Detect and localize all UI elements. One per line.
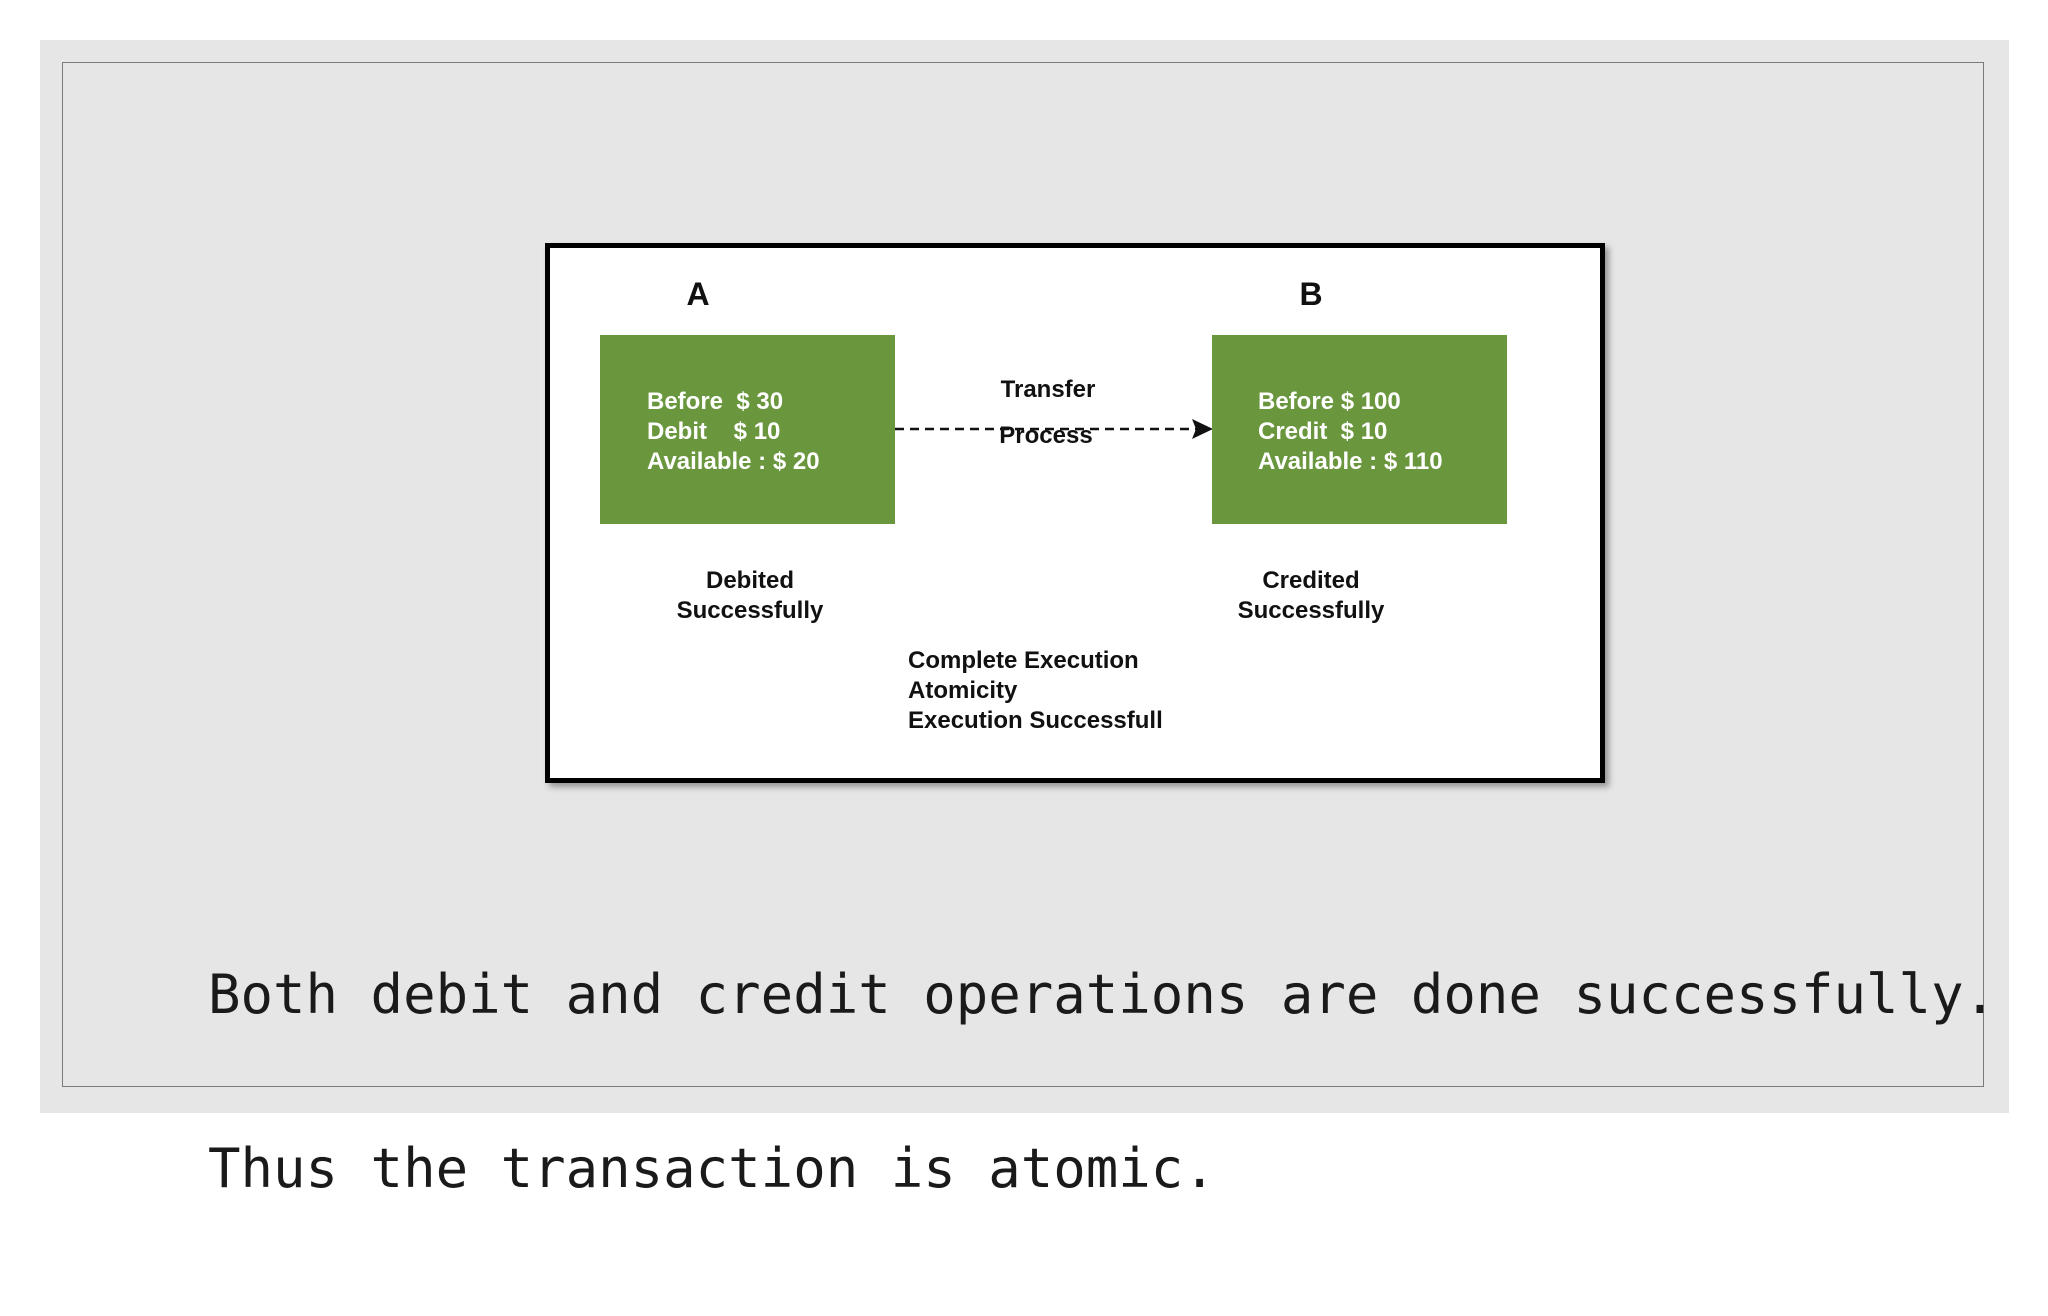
node-b-title: B bbox=[1299, 276, 1323, 312]
node-b-line-before: Before $ 100 bbox=[1258, 388, 1401, 415]
note-complete-execution: Complete Execution bbox=[908, 647, 1139, 674]
node-a-status-line-1: Debited bbox=[705, 567, 794, 594]
node-a-line-debit: Debit $ 10 bbox=[647, 418, 781, 445]
node-b-line-available: Available : $ 110 bbox=[1258, 448, 1443, 475]
node-a-title: A bbox=[686, 276, 710, 312]
caption-line-2: Thus the transaction is atomic. bbox=[208, 1137, 1216, 1200]
transfer-arrow bbox=[895, 419, 1213, 439]
slide-border bbox=[62, 62, 1984, 1087]
note-execution-successful: Execution Successfull bbox=[908, 707, 1163, 734]
caption-line-1: Both debit and credit operations are don… bbox=[208, 963, 1997, 1026]
arrow-label-transfer: Transfer bbox=[1000, 376, 1096, 403]
arrow-label-process: Process bbox=[999, 422, 1093, 449]
node-b-status: Credited Successfully bbox=[1211, 566, 1411, 626]
node-a-line-before: Before $ 30 bbox=[647, 388, 784, 415]
node-a-status-line-2: Successfully bbox=[676, 597, 824, 624]
atomicity-diagram: A Before $ 30 Debit $ 10 Available : $ 2… bbox=[545, 243, 1605, 783]
node-a-line-available: Available : $ 20 bbox=[647, 448, 820, 475]
node-b-status-line-2: Successfully bbox=[1237, 597, 1385, 624]
slide: A Before $ 30 Debit $ 10 Available : $ 2… bbox=[40, 40, 2009, 1198]
slide-caption: Both debit and credit operations are don… bbox=[208, 850, 1996, 1314]
execution-notes: Complete Execution Atomicity Execution S… bbox=[908, 646, 1163, 736]
node-a-status: Debited Successfully bbox=[650, 566, 850, 626]
node-b-status-line-1: Credited bbox=[1262, 567, 1360, 594]
node-b-box: Before $ 100 Credit $ 10 Available : $ 1… bbox=[1212, 335, 1507, 524]
note-atomicity: Atomicity bbox=[908, 677, 1018, 704]
node-a-box: Before $ 30 Debit $ 10 Available : $ 20 bbox=[600, 335, 895, 524]
node-b-line-credit: Credit $ 10 bbox=[1258, 418, 1388, 445]
